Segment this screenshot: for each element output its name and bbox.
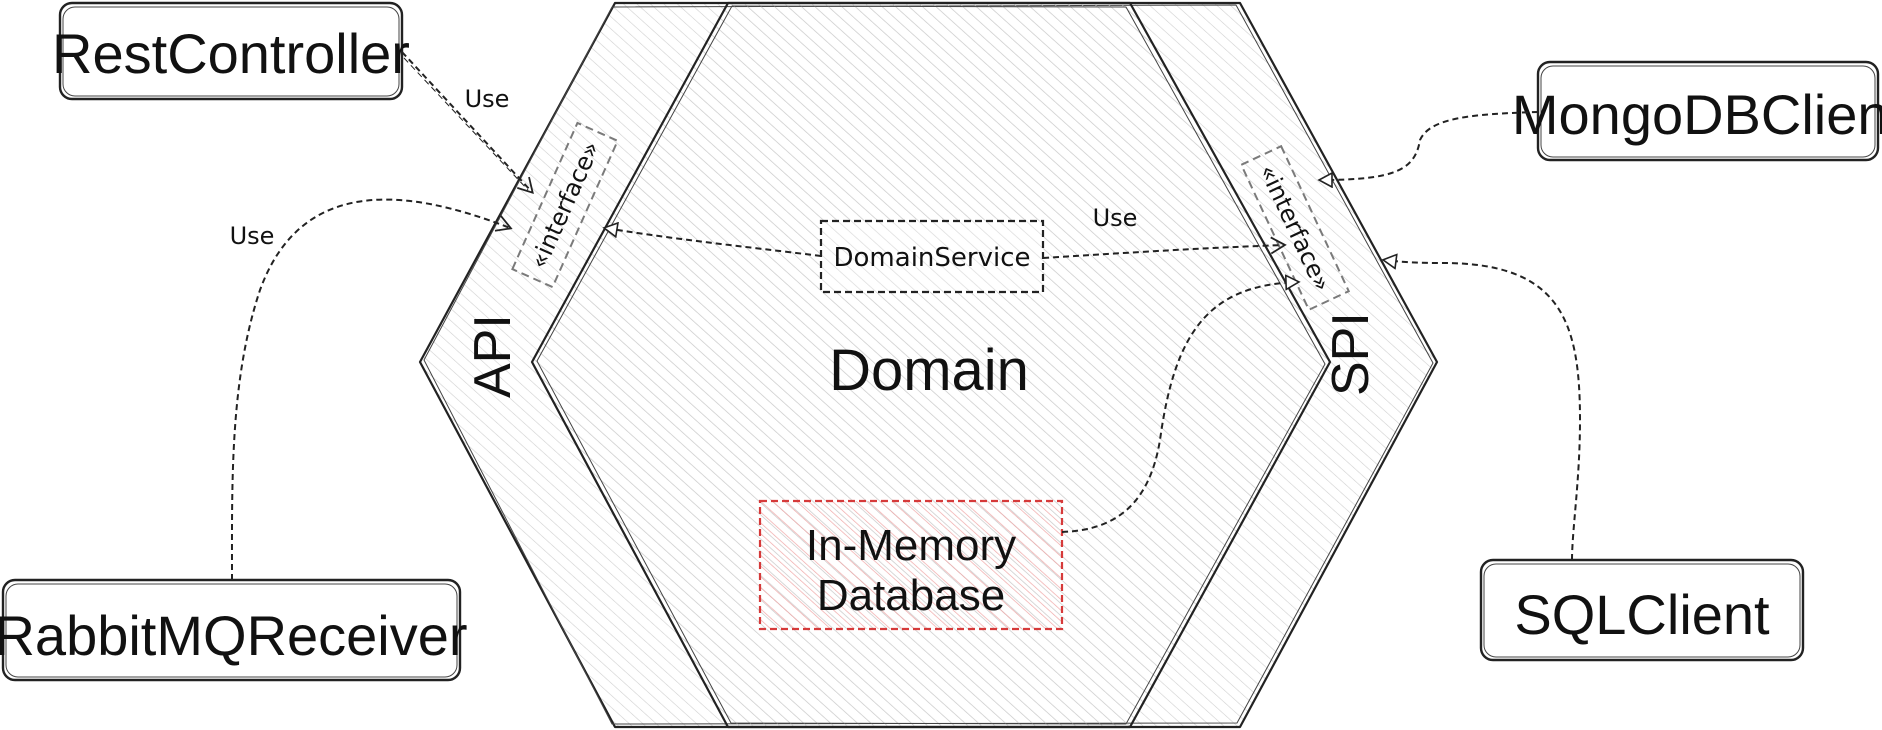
spi-label: SPI [1322, 312, 1380, 396]
domain-hexagon [530, 1, 1332, 729]
edge-label-rabbit-use: Use [230, 222, 275, 250]
edge-label-service-use: Use [1093, 204, 1138, 232]
domain-service-node[interactable]: DomainService [819, 219, 1045, 294]
edge-domainservice-to-spi-interface [1042, 236, 1287, 259]
rest-controller-node[interactable]: RestController [52, 1, 410, 101]
rest-controller-label: RestController [52, 22, 410, 85]
in-memory-database-label-line1: In-Memory [806, 521, 1016, 570]
domain-service-label: DomainService [834, 243, 1031, 273]
edge-domainservice-to-api-interface [605, 228, 822, 257]
rabbitmq-receiver-label: RabbitMQReceiver [0, 604, 468, 667]
mongodb-client-node[interactable]: MongoDBClient [1512, 60, 1882, 162]
edge-rabbit-to-api-interface [230, 198, 513, 581]
edge-sqlclient-to-spi-interface [1384, 260, 1582, 561]
mongodb-client-label: MongoDBClient [1512, 83, 1882, 146]
edge-rest-to-api-interface [401, 51, 534, 195]
rabbitmq-receiver-node[interactable]: RabbitMQReceiver [0, 578, 468, 682]
in-memory-database-label-line2: Database [817, 571, 1005, 620]
edge-rest-to-api-interface-second-stroke [403, 57, 529, 191]
edge-label-rest-use: Use [465, 85, 510, 113]
edge-inmemory-to-spi-interface [1061, 282, 1298, 533]
domain-label: Domain [829, 338, 1029, 403]
api-label: API [464, 314, 522, 398]
edge-mongodb-to-spi-interface [1320, 111, 1539, 180]
sql-client-node[interactable]: SQLClient [1479, 558, 1805, 662]
edges [230, 51, 1582, 581]
in-memory-database-node[interactable]: In-Memory Database [758, 499, 1064, 631]
sql-client-label: SQLClient [1514, 583, 1770, 646]
